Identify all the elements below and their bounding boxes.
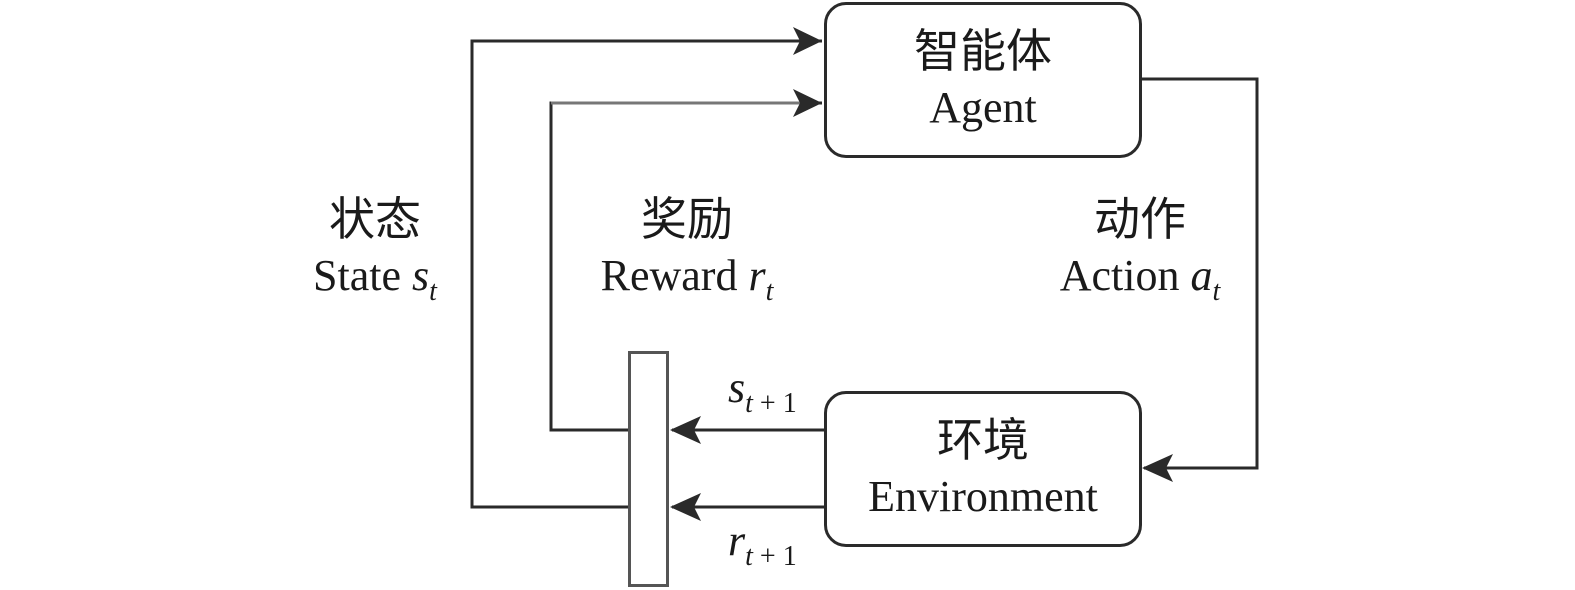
agent-box: 智能体 Agent — [824, 2, 1142, 158]
action-label-en: Action at — [1045, 248, 1235, 320]
environment-label-zh: 环境 — [937, 415, 1029, 466]
action-label: 动作 Action at — [1045, 192, 1235, 320]
reward-symbol: r — [748, 251, 766, 300]
next-state-symbol: s — [728, 363, 746, 412]
reward-label-en: Reward rt — [582, 248, 792, 320]
reward-label: 奖励 Reward rt — [582, 192, 792, 320]
next-reward-label: rt + 1 — [728, 515, 797, 573]
action-arrow — [1142, 77, 1259, 470]
action-label-zh: 动作 — [1094, 194, 1186, 245]
next-reward-arrowhead — [670, 493, 701, 521]
reward-subscript: t — [765, 276, 774, 307]
state-arrowhead — [793, 27, 822, 55]
action-word: Action — [1059, 251, 1180, 300]
environment-box: 环境 Environment — [824, 391, 1142, 547]
next-state-subscript-rest: + 1 — [752, 388, 797, 419]
action-symbol: a — [1190, 251, 1213, 300]
state-label: 状态 State st — [300, 192, 450, 320]
state-subscript: t — [429, 276, 437, 307]
agent-label-zh: 智能体 — [914, 26, 1052, 77]
next-state-subscript-var: t — [745, 388, 753, 419]
reward-label-zh: 奖励 — [641, 194, 733, 245]
environment-label-en: Environment — [868, 472, 1098, 521]
interpreter-box — [628, 351, 669, 587]
action-subscript: t — [1212, 276, 1221, 307]
reward-arrowhead — [793, 89, 822, 117]
next-state-label: st + 1 — [728, 362, 797, 420]
next-reward-subscript-var: t — [745, 541, 753, 572]
state-arrow — [470, 39, 822, 509]
state-label-en: State st — [300, 248, 450, 320]
agent-label-en: Agent — [929, 83, 1037, 132]
state-word: State — [313, 251, 402, 300]
action-arrowhead — [1142, 454, 1173, 482]
state-label-zh: 状态 — [329, 194, 421, 245]
reward-word: Reward — [600, 251, 738, 300]
next-reward-subscript-rest: + 1 — [752, 541, 797, 572]
state-symbol: s — [412, 251, 430, 300]
next-state-arrowhead — [670, 416, 701, 444]
next-reward-symbol: r — [728, 516, 746, 565]
